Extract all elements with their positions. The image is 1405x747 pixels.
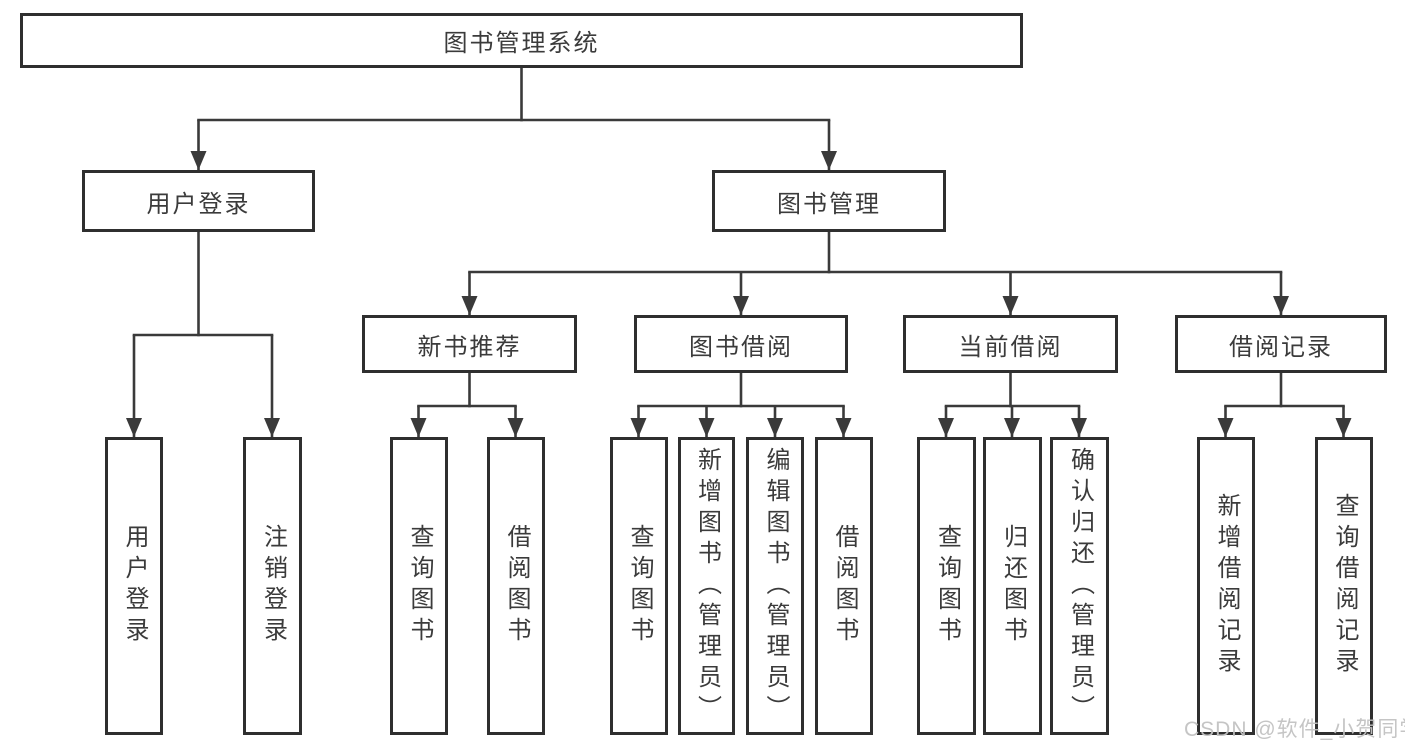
node-borrow-records: 借阅记录 bbox=[1175, 315, 1387, 373]
leaf-borrow-borrow-books: 借阅图书 bbox=[815, 437, 873, 735]
leaf-borrow-add-books-admin: 新增图书（管理员） bbox=[678, 437, 735, 735]
leaf-logout: 注销登录 bbox=[243, 437, 302, 735]
leaf-recommend-query-books-label: 查询图书 bbox=[406, 524, 433, 648]
leaf-recommend-borrow-books-label: 借阅图书 bbox=[503, 524, 530, 648]
leaf-borrow-query-books: 查询图书 bbox=[610, 437, 668, 735]
leaf-current-query-books-label: 查询图书 bbox=[933, 524, 961, 648]
leaf-records-query-record-label: 查询借阅记录 bbox=[1331, 493, 1358, 679]
node-user-login-label: 用户登录 bbox=[146, 190, 251, 218]
leaf-current-return-books: 归还图书 bbox=[983, 437, 1042, 735]
leaf-current-confirm-return-admin-label: 确认归还（管理员） bbox=[1066, 446, 1094, 726]
node-book-borrow: 图书借阅 bbox=[634, 315, 848, 373]
leaf-current-query-books: 查询图书 bbox=[917, 437, 976, 735]
leaf-borrow-borrow-books-label: 借阅图书 bbox=[831, 524, 858, 648]
node-current-borrow-label: 当前借阅 bbox=[958, 333, 1063, 361]
leaf-borrow-add-books-admin-label: 新增图书（管理员） bbox=[693, 446, 721, 726]
leaf-borrow-query-books-label: 查询图书 bbox=[626, 524, 653, 648]
node-new-book-recommend: 新书推荐 bbox=[362, 315, 577, 373]
leaf-records-add-record: 新增借阅记录 bbox=[1197, 437, 1255, 735]
leaf-borrow-edit-books-admin: 编辑图书（管理员） bbox=[746, 437, 804, 735]
node-root-label: 图书管理系统 bbox=[443, 30, 600, 57]
leaf-logout-label: 注销登录 bbox=[259, 524, 287, 648]
csdn-watermark: CSDN @软件_小贺同学 bbox=[1184, 718, 1405, 741]
node-root: 图书管理系统 bbox=[20, 13, 1023, 68]
leaf-current-confirm-return-admin: 确认归还（管理员） bbox=[1050, 437, 1109, 735]
node-new-book-recommend-label: 新书推荐 bbox=[417, 333, 522, 361]
leaf-user-login: 用户登录 bbox=[105, 437, 163, 735]
leaf-records-query-record: 查询借阅记录 bbox=[1315, 437, 1373, 735]
leaf-recommend-query-books: 查询图书 bbox=[390, 437, 448, 735]
leaf-user-login-label: 用户登录 bbox=[121, 524, 148, 648]
node-book-management-label: 图书管理 bbox=[777, 190, 881, 218]
node-book-management: 图书管理 bbox=[712, 170, 946, 232]
node-book-borrow-label: 图书借阅 bbox=[689, 333, 793, 361]
leaf-records-add-record-label: 新增借阅记录 bbox=[1213, 493, 1240, 679]
node-borrow-records-label: 借阅记录 bbox=[1229, 333, 1333, 361]
node-current-borrow: 当前借阅 bbox=[903, 315, 1118, 373]
leaf-borrow-edit-books-admin-label: 编辑图书（管理员） bbox=[762, 446, 789, 726]
leaf-recommend-borrow-books: 借阅图书 bbox=[487, 437, 545, 735]
leaf-current-return-books-label: 归还图书 bbox=[999, 524, 1027, 648]
node-user-login: 用户登录 bbox=[82, 170, 315, 232]
